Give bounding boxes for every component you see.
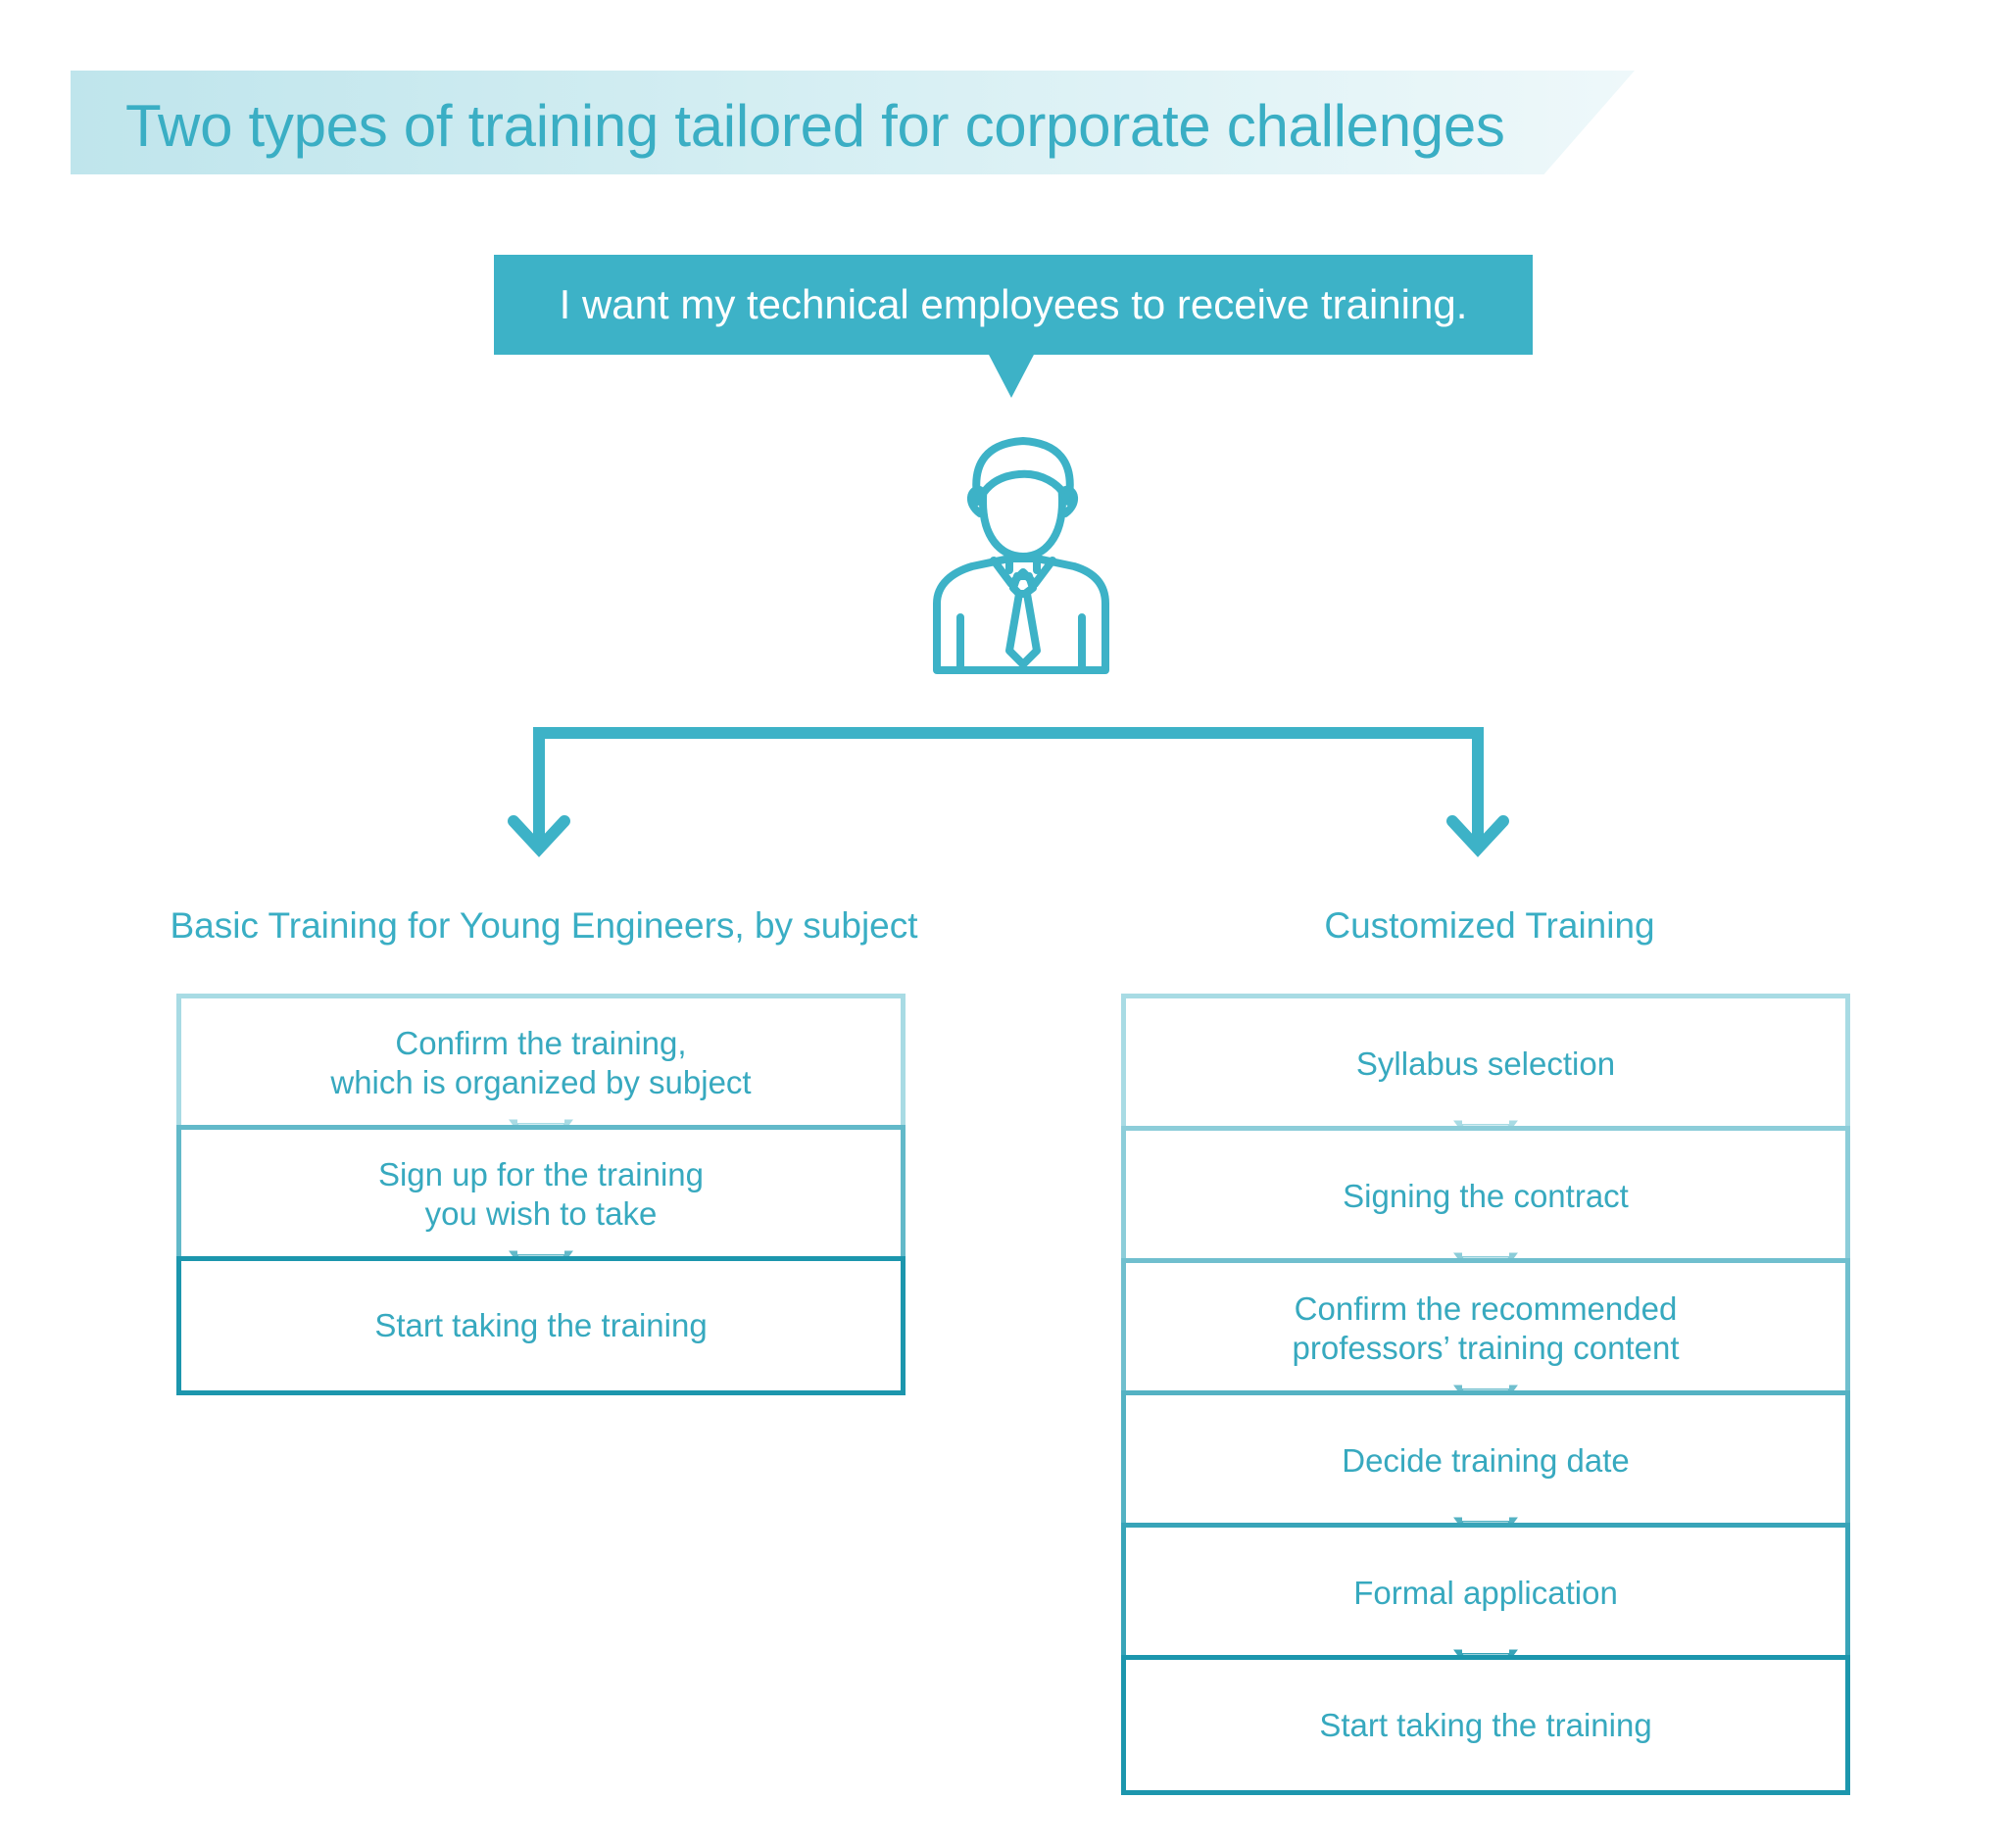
custom-step-line: Decide training date (1342, 1441, 1630, 1479)
custom-step-6: Start taking the training (1121, 1655, 1850, 1795)
businessman-icon (933, 437, 1109, 674)
basic-step-line: Sign up for the training (377, 1156, 705, 1192)
custom-step-line: Confirm the recommended (1294, 1289, 1678, 1327)
custom-step-line: Signing the contract (1343, 1177, 1629, 1214)
basic-step-line: Confirm the training, (395, 1025, 687, 1061)
basic-step-3: Start taking the training (176, 1256, 906, 1395)
custom-step-line: Start taking the training (1319, 1706, 1652, 1743)
custom-step-1: Syllabus selection (1121, 994, 1850, 1134)
customized-training-heading: Customized Training (1324, 905, 1655, 946)
basic-step-1: Confirm the training,which is organized … (176, 994, 906, 1133)
custom-step-text: Syllabus selection (1356, 1045, 1615, 1084)
speech-bubble-tail (988, 353, 1035, 398)
basic-step-text: Confirm the training,which is organized … (330, 1024, 751, 1102)
custom-step-text: Formal application (1353, 1574, 1618, 1613)
custom-step-2: Signing the contract (1121, 1126, 1850, 1266)
custom-step-text: Signing the contract (1343, 1177, 1629, 1216)
custom-step-line: Syllabus selection (1355, 1045, 1616, 1082)
speech-bubble-text: I want my technical employees to receive… (559, 281, 1468, 327)
custom-step-line: Formal application (1353, 1574, 1618, 1611)
branch-arrow-icon (508, 727, 1509, 857)
custom-step-5: Formal application (1121, 1523, 1850, 1663)
basic-step-line: you wish to take (424, 1195, 658, 1232)
basic-step-line: which is organized by subject (330, 1064, 752, 1100)
custom-step-line: professors’ training content (1292, 1329, 1680, 1366)
title-banner (71, 71, 1635, 174)
custom-step-text: Decide training date (1342, 1441, 1630, 1481)
page-title: Two types of training tailored for corpo… (125, 93, 1505, 159)
speech-bubble: I want my technical employees to receive… (494, 255, 1533, 355)
basic-step-line: Start taking the training (374, 1307, 708, 1343)
custom-step-text: Start taking the training (1319, 1706, 1651, 1745)
basic-training-heading: Basic Training for Young Engineers, by s… (170, 905, 918, 946)
basic-step-text: Start taking the training (374, 1306, 707, 1345)
custom-step-4: Decide training date (1121, 1390, 1850, 1531)
